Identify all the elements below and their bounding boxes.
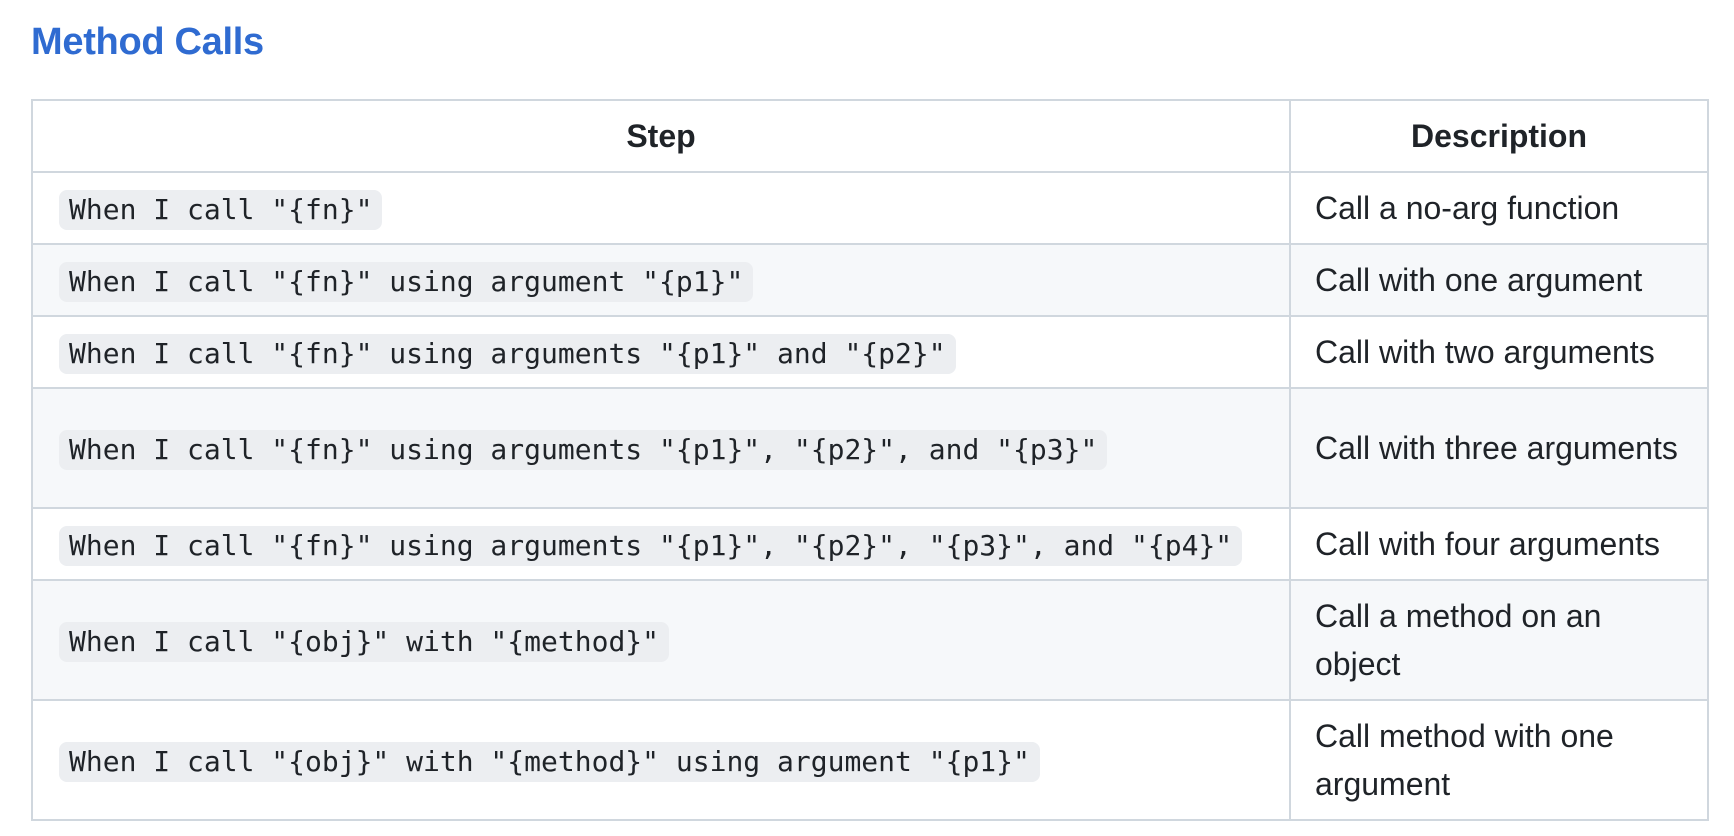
step-code: When I call "{fn}" using argument "{p1}" — [59, 262, 754, 302]
step-cell: When I call "{fn}" using arguments "{p1}… — [31, 387, 1291, 509]
step-code: When I call "{obj}" with "{method}" — [59, 622, 670, 662]
column-header-step: Step — [31, 99, 1291, 173]
description-cell: Call with one argument — [1289, 243, 1709, 317]
description-cell: Call method with one argument — [1289, 699, 1709, 821]
table-row: When I call "{fn}" using arguments "{p1}… — [31, 507, 1709, 581]
step-code: When I call "{fn}" using arguments "{p1}… — [59, 334, 956, 374]
description-cell: Call with four arguments — [1289, 507, 1709, 581]
description-cell: Call a method on an object — [1289, 579, 1709, 701]
step-code: When I call "{fn}" using arguments "{p1}… — [59, 430, 1108, 470]
table-header-row: Step Description — [31, 99, 1709, 173]
table-row: When I call "{fn}" using arguments "{p1}… — [31, 315, 1709, 389]
step-cell: When I call "{fn}" using argument "{p1}" — [31, 243, 1291, 317]
table-row: When I call "{obj}" with "{method}" usin… — [31, 699, 1709, 821]
step-code: When I call "{fn}" using arguments "{p1}… — [59, 526, 1243, 566]
step-cell: When I call "{obj}" with "{method}" — [31, 579, 1291, 701]
table-row: When I call "{fn}" Call a no-arg functio… — [31, 171, 1709, 245]
table-row: When I call "{fn}" using argument "{p1}"… — [31, 243, 1709, 317]
description-cell: Call with three arguments — [1289, 387, 1709, 509]
section-heading[interactable]: Method Calls — [31, 21, 264, 63]
step-code: When I call "{obj}" with "{method}" usin… — [59, 742, 1040, 782]
step-cell: When I call "{fn}" using arguments "{p1}… — [31, 315, 1291, 389]
step-code: When I call "{fn}" — [59, 190, 383, 230]
description-cell: Call with two arguments — [1289, 315, 1709, 389]
column-header-description: Description — [1289, 99, 1709, 173]
method-calls-table: Step Description When I call "{fn}" Call… — [31, 99, 1709, 821]
step-cell: When I call "{obj}" with "{method}" usin… — [31, 699, 1291, 821]
step-cell: When I call "{fn}" using arguments "{p1}… — [31, 507, 1291, 581]
table-row: When I call "{fn}" using arguments "{p1}… — [31, 387, 1709, 509]
table-row: When I call "{obj}" with "{method}" Call… — [31, 579, 1709, 701]
description-cell: Call a no-arg function — [1289, 171, 1709, 245]
step-cell: When I call "{fn}" — [31, 171, 1291, 245]
